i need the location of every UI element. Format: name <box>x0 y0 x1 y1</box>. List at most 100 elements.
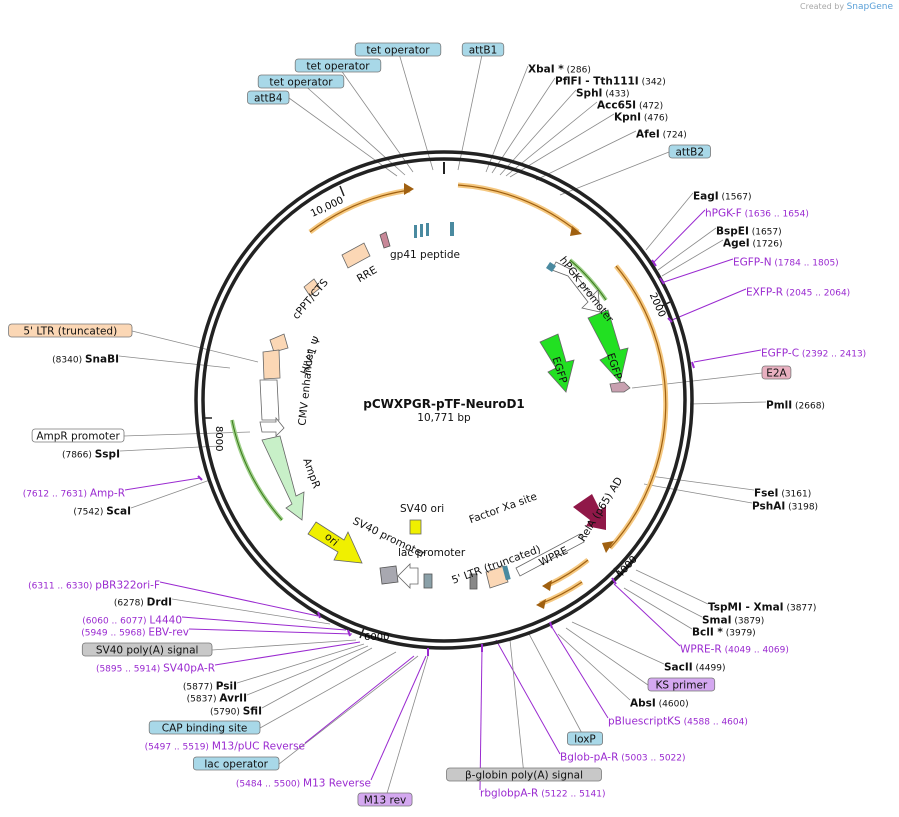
feature-ampr <box>261 435 305 521</box>
arc-top-right <box>457 182 580 234</box>
label-text-kpni: KpnI (476) <box>614 112 668 124</box>
label-text-sv40pa-r: (5895 .. 5914) SV40pA-R <box>96 663 215 675</box>
leader-line-wpre-r <box>613 583 681 647</box>
feature-wpre <box>515 533 585 577</box>
leader-line-sspi <box>119 445 221 452</box>
leader-line-smai <box>629 579 703 618</box>
label-text-attb4: attB4 <box>254 93 283 105</box>
label-text-ks-primer: KS primer <box>655 680 707 692</box>
label-text-tet-operator: tet operator <box>269 77 333 89</box>
label-tet-operator: tet operator <box>294 58 382 73</box>
label-wpre-r: WPRE-R (4049 .. 4069) <box>680 644 789 656</box>
label-text-avrii: (5837) AvrII <box>187 693 247 705</box>
label-text-eagi: EagI (1567) <box>693 191 751 203</box>
label-box-ks-primer <box>647 677 716 692</box>
leader-line-egfp-c <box>693 349 762 363</box>
feature-hpgk-promoter <box>551 261 601 313</box>
label-eagi: EagI (1567) <box>693 191 751 203</box>
feature-attb2-mark <box>546 262 556 272</box>
arc-arrowhead-top <box>404 183 414 195</box>
label-bcli: BclI * (3979) <box>692 627 756 639</box>
label-ampr-promoter: AmpR promoter <box>31 428 125 443</box>
label-text-psii: (5877) PsiI <box>183 681 237 693</box>
label-l4440: (6060 .. 6077) L4440 <box>82 615 182 627</box>
leader-line-fsei <box>649 475 755 491</box>
label-sv40-poly-a-signal: SV40 poly(A) signal <box>81 642 213 657</box>
leader-line-loxp <box>527 631 586 740</box>
label-box-ampr-promoter <box>31 428 125 443</box>
label-text-loxp: loxP <box>574 734 596 746</box>
arc-lower-right-1 <box>546 558 590 588</box>
tick-label-8000: 8000 <box>213 426 224 451</box>
label-box-globin-poly-a-signal <box>446 767 602 782</box>
snapgene-watermark: Created by SnapGene <box>800 2 893 12</box>
label-text-egfp-c: EGFP-C (2392 .. 2413) <box>761 348 866 360</box>
label-scai: (7542) ScaI <box>73 506 131 518</box>
leader-line-sv40-poly-a-signal <box>211 639 357 651</box>
label-box-cap-binding-site <box>148 720 261 735</box>
feature-tet-operator-1 <box>414 225 417 238</box>
features <box>259 222 631 590</box>
label-attb4: attB4 <box>247 90 290 105</box>
snapgene-logo-text: SnapGene <box>846 2 893 12</box>
label-sv40pa-r: (5895 .. 5914) SV40pA-R <box>96 663 215 675</box>
label-hpgk-promoter: hPGK promoter <box>557 254 616 325</box>
label-box-m13-rev <box>357 792 413 807</box>
label-cap-binding-site: CAP binding site <box>148 720 261 735</box>
feature-egfp-outer <box>587 309 629 383</box>
label-tet-operator: tet operator <box>354 42 442 57</box>
label-ampr: AmpR <box>300 456 322 490</box>
leader-line-sfii <box>261 647 373 709</box>
label-sacii: SacII (4499) <box>664 662 725 674</box>
label-factor-xa: Factor Xa site <box>468 491 539 527</box>
leader-line-m13-reverse <box>370 655 427 781</box>
leader-line-avrii <box>246 645 369 696</box>
label-attb2: attB2 <box>668 144 711 159</box>
lentiviral-arcs <box>230 182 669 609</box>
feature-loxp-mark <box>502 565 511 581</box>
feature-sv40-ori <box>409 519 422 535</box>
label-acc65i: Acc65I (472) <box>597 100 663 112</box>
label-text-tspmi-xmai: TspMI - XmaI (3877) <box>708 602 816 614</box>
feature-lac-operator-mark <box>469 573 478 590</box>
leader-line-5-ltr-truncated <box>131 330 259 363</box>
arc-right-long-core <box>609 265 667 549</box>
label-text-m13-rev: M13 rev <box>364 795 407 807</box>
label-text-pflfi-tth111i: PflFI - Tth111I (342) <box>555 76 666 88</box>
label-text-globin-poly-a-signal: β-globin poly(A) signal <box>465 770 583 782</box>
primer-mark-l4440 <box>347 629 351 637</box>
label-hpgk-f: hPGK-F (1636 .. 1654) <box>705 208 809 220</box>
label-text-sacii: SacII (4499) <box>664 662 725 674</box>
tick-marks <box>202 162 671 639</box>
feature-cmv-enhancer <box>259 379 280 421</box>
feature-ori <box>307 521 363 564</box>
arc-5ltr-to-2000-core <box>309 189 411 233</box>
leader-line-tet-operator <box>397 49 434 171</box>
leader-line-sacii <box>571 621 665 665</box>
label-text-pmli: PmlI (2668) <box>766 400 825 412</box>
label-text-absi: AbsI (4600) <box>630 698 689 710</box>
leader-line-attb1 <box>457 49 484 171</box>
label-box-tet-operator <box>294 58 382 73</box>
feature-rre <box>341 242 371 269</box>
label-text-sspi: (7866) SspI <box>62 449 120 461</box>
label-snabi: (8340) SnaBI <box>52 354 119 366</box>
label-bspei: BspEI (1657) <box>716 226 782 238</box>
leader-line-attb2 <box>559 151 670 196</box>
label-text-pshai: PshAI (3198) <box>752 501 818 513</box>
label-text-l4440: (6060 .. 6077) L4440 <box>82 615 182 627</box>
label-text-e2a: E2A <box>766 368 787 380</box>
feature-attB1 <box>450 222 454 236</box>
tick-10000 <box>339 185 345 197</box>
label-avrii: (5837) AvrII <box>187 693 247 705</box>
label-text-5-ltr-truncated: 5' LTR (truncated) <box>23 326 117 338</box>
leader-line-snabi <box>118 355 231 369</box>
label-box-loxp <box>567 731 604 746</box>
label-text-sfii: (5790) SfiI <box>210 706 262 718</box>
backbone-inner <box>201 157 687 643</box>
feature-cppt <box>303 278 321 297</box>
leader-line-amp-r <box>124 477 201 491</box>
label-text-attb1: attB1 <box>469 45 498 57</box>
label-m13-rev: M13 rev <box>357 792 413 807</box>
backbone-outer <box>194 150 694 650</box>
